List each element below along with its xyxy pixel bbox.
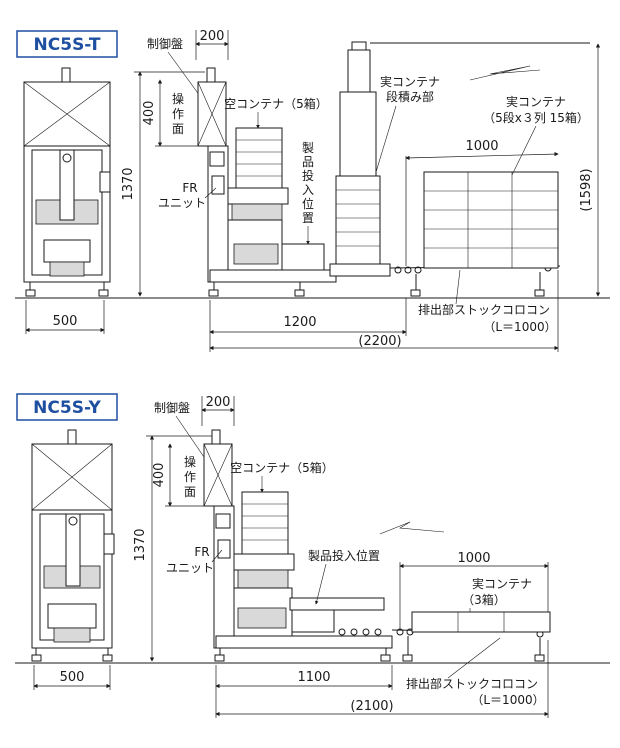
label-conveyor-length: （L＝1000） <box>483 320 556 334</box>
dim-1370-y: 1370 <box>133 528 148 561</box>
label-operation-y-2: 作 <box>184 470 196 484</box>
label-product-input-5: 位 <box>302 196 314 211</box>
dim-1370: 1370 <box>121 167 136 200</box>
label-product-input-2: 品 <box>302 155 314 169</box>
front-view <box>23 67 111 297</box>
label-operation-3: 面 <box>172 122 184 136</box>
label-real-container-y: 実コンテナ <box>472 576 532 591</box>
label-product-input-1: 製 <box>302 141 314 155</box>
model-title: NC5S-T <box>34 35 101 55</box>
label-stack-2: 段積み部 <box>386 89 434 104</box>
section-nc5s-t: NC5S-T 500 1370 <box>15 29 610 352</box>
label-stack-1: 実コンテナ <box>380 74 440 89</box>
dim-1200: 1200 <box>283 315 316 330</box>
dim-400: 400 <box>142 101 157 126</box>
label-control-panel: 制御盤 <box>147 36 183 51</box>
dim-200: 200 <box>200 29 225 44</box>
label-real-container-count: （5段x３列 15箱） <box>483 110 589 125</box>
dim-500: 500 <box>53 314 78 329</box>
label-empty-container: 空コンテナ（5箱） <box>224 96 328 111</box>
label-fr: FR <box>182 181 197 195</box>
dim-1000: 1000 <box>465 139 498 154</box>
label-product-input-y: 製品投入位置 <box>308 548 380 563</box>
model-title-y: NC5S-Y <box>33 398 101 418</box>
label-control-panel-y: 制御盤 <box>154 400 190 415</box>
label-product-input-3: 投 <box>302 168 314 183</box>
section-nc5s-y: NC5S-Y 500 1370 <box>15 393 610 718</box>
label-empty-container-y: 空コンテナ（5箱） <box>230 460 334 475</box>
side-view <box>197 41 590 297</box>
label-product-input-6: 置 <box>302 211 314 225</box>
label-operation-y-3: 面 <box>184 485 196 499</box>
model-title-box <box>16 30 118 58</box>
model-title-box-y <box>16 393 118 421</box>
front-view-y <box>31 429 115 662</box>
label-real-container: 実コンテナ <box>506 94 566 109</box>
dim-1100: 1100 <box>297 670 330 685</box>
label-product-input-4: 入 <box>302 183 314 197</box>
side-view-y <box>203 429 551 662</box>
label-operation-1: 操 <box>172 91 184 106</box>
label-operation-y-1: 操 <box>184 454 196 469</box>
label-operation-2: 作 <box>172 107 184 121</box>
label-real-container-count-y: （3箱） <box>462 592 506 607</box>
label-fr-unit: ユニット <box>158 196 206 210</box>
dim-1000-y: 1000 <box>457 551 490 566</box>
label-conveyor-length-y: （L＝1000） <box>471 693 544 707</box>
label-conveyor: 排出部ストックコロコン <box>418 302 550 317</box>
label-conveyor-y: 排出部ストックコロコン <box>406 676 538 691</box>
dim-500-y: 500 <box>60 670 85 685</box>
dim-2200: (2200) <box>358 334 401 349</box>
dim-400-y: 400 <box>152 463 167 488</box>
dim-1598: (1598) <box>579 168 594 211</box>
dim-200-y: 200 <box>206 395 231 410</box>
label-fr-unit-y: ユニット <box>166 561 214 575</box>
dim-2100: (2100) <box>350 699 393 714</box>
label-fr-y: FR <box>194 545 209 559</box>
